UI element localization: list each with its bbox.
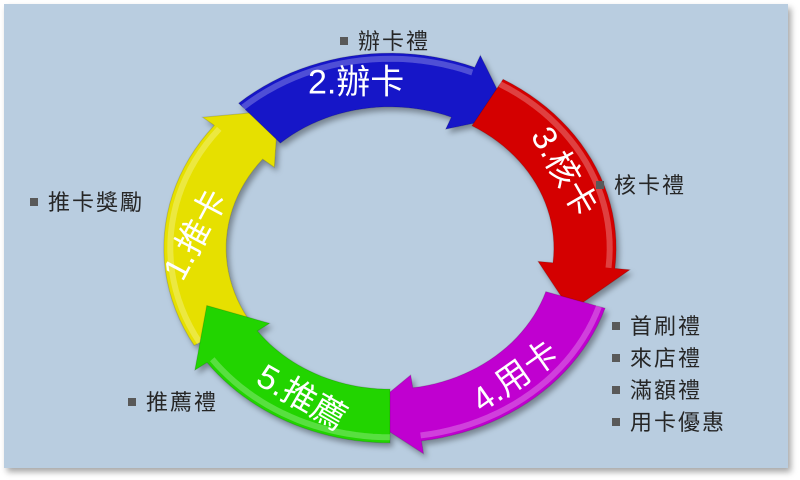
heka-annotation: 核卡禮	[596, 168, 686, 200]
stage-label: 2.辦卡	[308, 64, 404, 102]
bullet-icon	[30, 198, 38, 206]
bullet-icon	[612, 322, 620, 330]
bullet-icon	[128, 398, 136, 406]
yongka-annotation-list: 首刷禮 來店禮 滿額禮 用卡優惠	[612, 312, 726, 440]
stage-arrow	[362, 291, 606, 455]
stage-arrow-highlight	[241, 55, 474, 110]
yongka-annotation-item: 首刷禮	[612, 312, 726, 344]
stage-arrow	[194, 304, 391, 444]
yongka-annotation-item: 滿額禮	[612, 376, 726, 408]
tuika-annotation: 推卡獎勵	[30, 185, 144, 217]
bullet-icon	[612, 386, 620, 394]
yongka-annotation-item: 用卡優惠	[612, 408, 726, 440]
bullet-icon	[612, 354, 620, 362]
yongka-annotation-item: 來店禮	[612, 344, 726, 376]
banka-annotation: 辦卡禮	[340, 24, 430, 56]
tuijian-annotation: 推薦禮	[128, 385, 218, 417]
stage-arrow-highlight	[209, 357, 391, 441]
bullet-icon	[596, 181, 604, 189]
bullet-icon	[612, 418, 620, 426]
stage-arrow-highlight	[420, 305, 602, 439]
bullet-icon	[340, 37, 348, 45]
stage-arrow-highlight	[167, 126, 222, 345]
stage-arrow-highlight	[498, 81, 613, 269]
stage-arrow	[471, 78, 632, 312]
